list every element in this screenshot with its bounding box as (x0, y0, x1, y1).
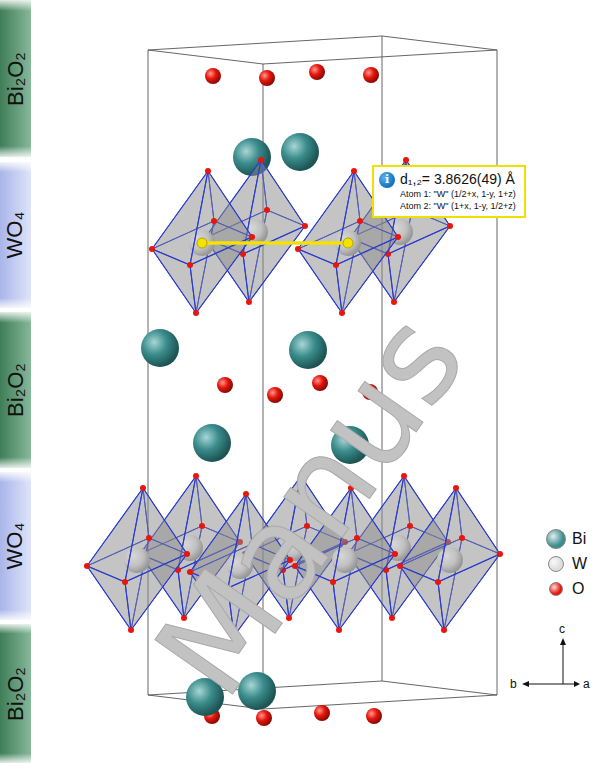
axis-indicator (522, 638, 580, 687)
layer-band: Bi₂O₂ (0, 0, 31, 157)
atom-label: Atom 1: "W" (1/2+x, 1-y, 1+z) (400, 188, 516, 200)
watermark: Manus (135, 294, 485, 716)
axis-label: c (559, 622, 565, 636)
layer-band: Bi₂O₂ (0, 624, 31, 763)
legend-label: W (572, 555, 587, 573)
layer-label: WO₄ (4, 523, 28, 570)
axis-label: a (583, 677, 590, 691)
legend-swatch (546, 529, 566, 549)
layer-label: Bi₂O₂ (4, 363, 28, 417)
legend-swatch (548, 556, 564, 572)
legend-entry: O (549, 580, 584, 598)
layer-band: WO₄ (0, 162, 31, 308)
layer-band: Bi₂O₂ (0, 312, 31, 468)
layer-band: WO₄ (0, 472, 31, 620)
legend-label: Bi (572, 530, 586, 548)
info-symbol: i (379, 172, 395, 188)
legend-swatch (549, 582, 563, 596)
distance-callout: d₁,₂= 3.8626(49) ÅAtom 1: "W" (1/2+x, 1-… (372, 165, 526, 218)
distance-line (197, 238, 353, 248)
legend-entry: Bi (546, 529, 586, 549)
layer-label: Bi₂O₂ (4, 52, 28, 106)
axis-label: b (510, 677, 517, 691)
legend-label: O (572, 580, 584, 598)
info-icon: i (379, 172, 395, 188)
atom-label: Atom 2: "W" (1+x, 1-y, 1/2+z) (400, 200, 516, 212)
distance-value: d₁,₂= 3.8626(49) Å (400, 170, 515, 188)
layer-label: Bi₂O₂ (4, 667, 28, 721)
legend-entry: W (548, 555, 587, 573)
layer-label: WO₄ (4, 212, 28, 259)
